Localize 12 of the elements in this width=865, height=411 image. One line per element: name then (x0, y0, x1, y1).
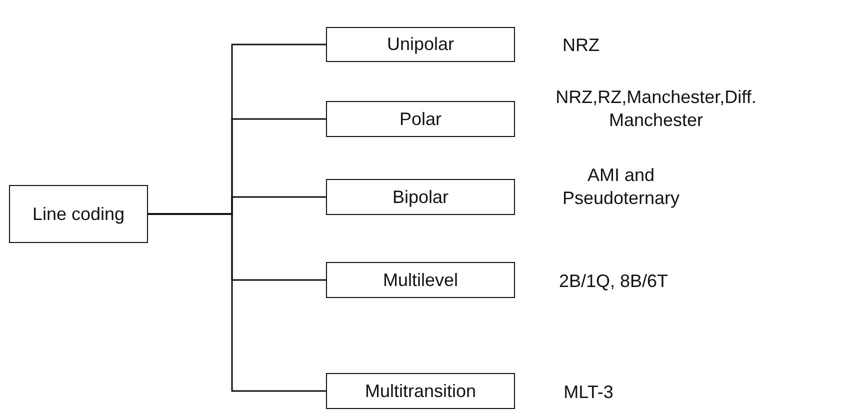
category-box: Polar (326, 101, 515, 137)
encoding-list: NRZ,RZ,Manchester,Diff. Manchester (522, 86, 790, 133)
category-box: Multilevel (326, 262, 515, 298)
category-box: Bipolar (326, 179, 515, 215)
root-box: Line coding (9, 185, 148, 243)
encoding-list: NRZ (556, 34, 606, 58)
encoding-list: 2B/1Q, 8B/6T (556, 270, 671, 294)
category-box: Unipolar (326, 27, 515, 62)
encoding-list: MLT-3 (556, 381, 621, 404)
category-box: Multitransition (326, 373, 515, 409)
encoding-list: AMI and Pseudoternary (556, 164, 686, 211)
connector-line (148, 213, 326, 392)
